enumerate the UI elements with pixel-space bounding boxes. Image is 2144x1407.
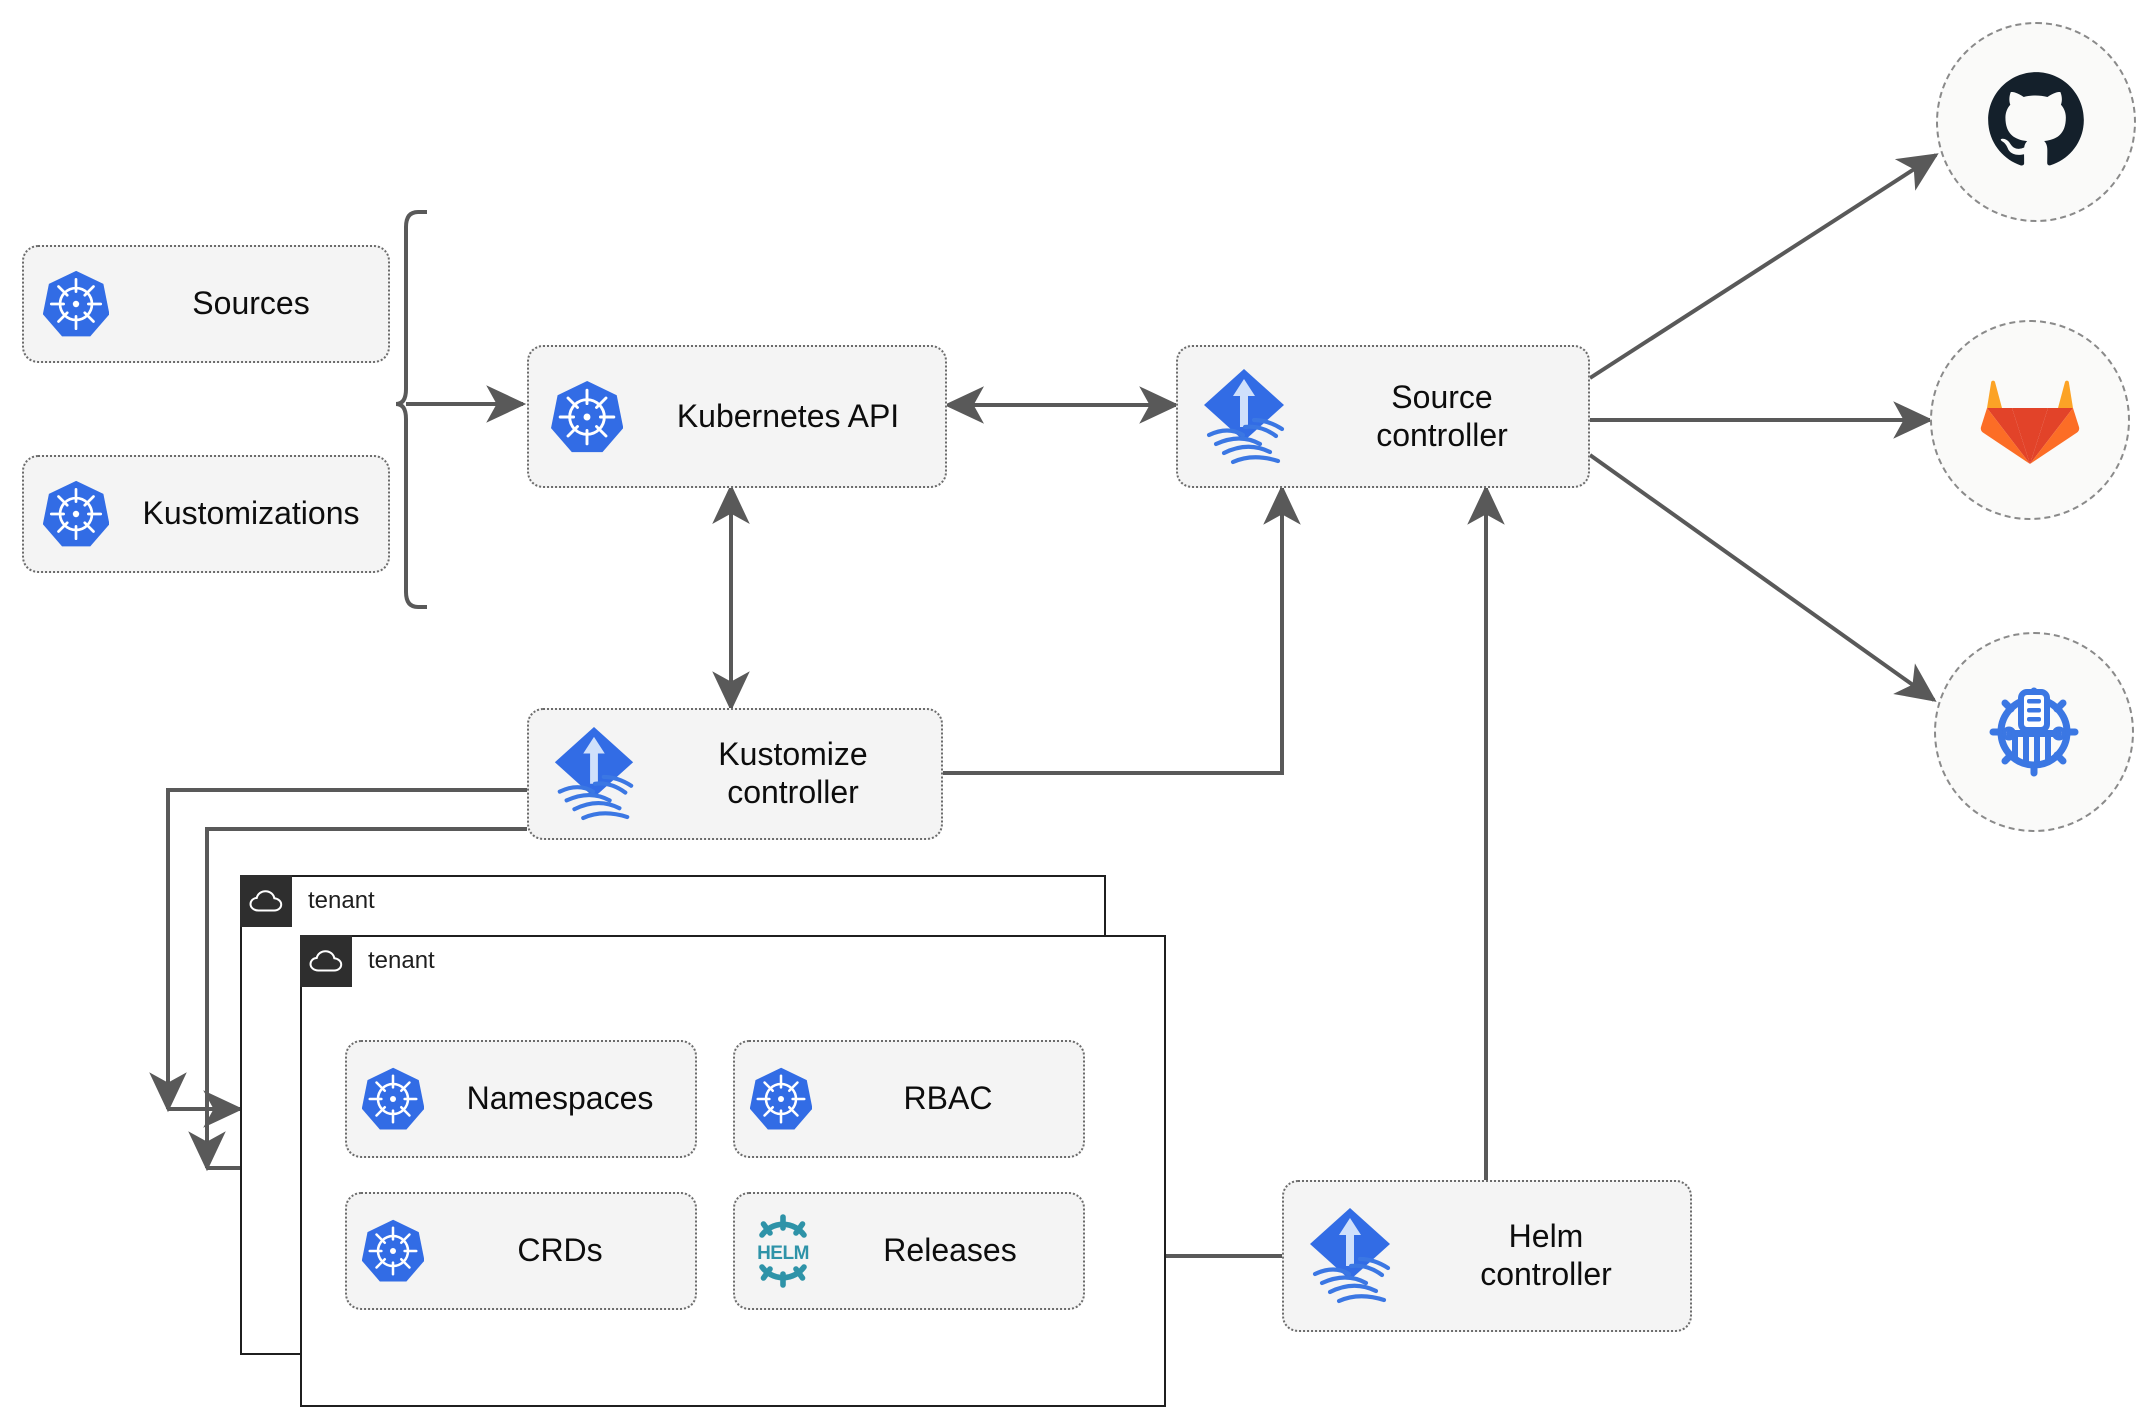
node-label: Kustomize controller — [718, 736, 868, 810]
cloud-icon — [300, 935, 352, 987]
external-github[interactable] — [1936, 22, 2136, 222]
github-icon — [1984, 68, 2088, 177]
kubernetes-icon — [529, 379, 645, 455]
external-helm-repository[interactable] — [1934, 632, 2134, 832]
tenant-label: tenant — [308, 887, 375, 914]
tenant-label: tenant — [368, 947, 435, 974]
node-label: Kustomizations — [142, 495, 360, 532]
node-kubernetes-api[interactable]: Kubernetes API — [527, 345, 947, 488]
flux-icon — [529, 723, 659, 825]
flux-icon — [1284, 1204, 1416, 1308]
node-helm-controller[interactable]: Helm controller — [1282, 1180, 1692, 1332]
kubernetes-icon — [24, 479, 128, 549]
node-label: Helm controller — [1480, 1218, 1612, 1292]
node-source-controller[interactable]: Source controller — [1176, 345, 1590, 488]
node-crds[interactable]: CRDs — [345, 1192, 697, 1310]
flux-icon — [1178, 365, 1310, 469]
node-label: Sources — [192, 285, 310, 322]
cloud-icon — [240, 875, 292, 927]
node-label: CRDs — [517, 1232, 603, 1269]
node-label: Releases — [883, 1232, 1017, 1269]
node-kustomizations[interactable]: Kustomizations — [22, 455, 390, 573]
node-sources[interactable]: Sources — [22, 245, 390, 363]
helm-icon: HELM — [735, 1214, 831, 1288]
node-rbac[interactable]: RBAC — [733, 1040, 1085, 1158]
tenant-header: tenant — [300, 935, 435, 987]
tenant-box-inner[interactable]: tenant — [300, 935, 1166, 1407]
tenant-header: tenant — [240, 875, 375, 927]
kubernetes-icon — [24, 269, 128, 339]
node-label: RBAC — [903, 1080, 993, 1117]
node-label: Source controller — [1376, 378, 1508, 453]
node-label: Namespaces — [466, 1080, 654, 1117]
node-namespaces[interactable]: Namespaces — [345, 1040, 697, 1158]
kubernetes-icon — [347, 1066, 439, 1132]
node-label: Kubernetes API — [676, 397, 900, 434]
svg-text:HELM: HELM — [757, 1243, 809, 1264]
kubernetes-icon — [347, 1218, 439, 1284]
kubernetes-icon — [735, 1066, 827, 1132]
node-kustomize-controller[interactable]: Kustomize controller — [527, 708, 943, 840]
helm-repository-icon — [1978, 674, 2090, 791]
node-releases[interactable]: HELM Releases — [733, 1192, 1085, 1310]
external-gitlab[interactable] — [1930, 320, 2130, 520]
gitlab-icon — [1978, 368, 2082, 473]
